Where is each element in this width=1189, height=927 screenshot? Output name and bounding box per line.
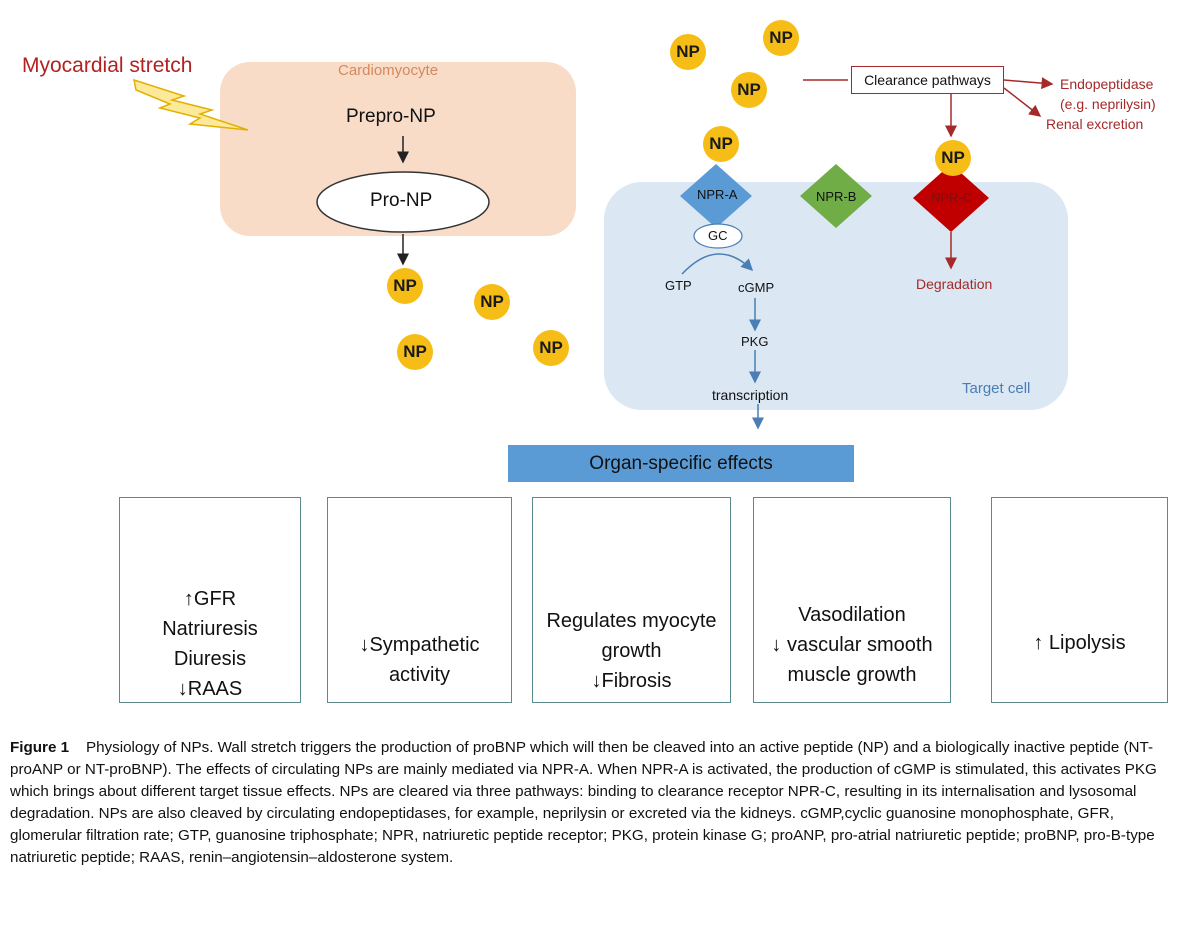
effect-line: activity [388,664,451,686]
effect-text: ↓Sympathetic activity [328,630,511,690]
arrow-gtp-to-cgmp [681,253,754,275]
gtp-label: GTP [665,278,692,293]
effect-text: Regulates myocyte growth ↓Fibrosis [533,606,730,696]
lightning-bolt-icon [133,78,249,131]
effect-panel-adipose: ↑ Lipolysis [991,497,1168,703]
np-badge: NP [533,330,569,366]
effect-line: muscle growth [787,664,917,686]
npr-a-label: NPR-A [697,187,738,202]
arrow-to-renal [1003,87,1042,117]
npr-b-receptor-icon [800,164,872,228]
np-badge: NP [397,334,433,370]
effect-line: Natriuresis [162,618,258,640]
degradation-label: Degradation [916,276,993,292]
np-badge: NP [670,34,706,70]
myocardial-stretch-label: Myocardial stretch [22,54,193,77]
effect-panel-brain: ↓Sympathetic activity [327,497,512,703]
npr-c-label: NPR-C [931,190,973,205]
effect-line: ↑ Lipolysis [1033,632,1126,654]
effect-line: ↑GFR [183,588,237,610]
gc-label: GC [708,228,728,243]
effect-panel-kidney: ↑GFR Natriuresis Diuresis ↓RAAS [119,497,301,703]
gc-ellipse [693,223,743,249]
npr-a-receptor-icon [680,164,752,228]
organ-specific-effects-bar: Organ-specific effects [508,445,854,482]
cardiomyocyte-label: Cardiomyocyte [338,62,439,79]
organ-specific-effects-title: Organ-specific effects [589,452,773,474]
renal-excretion-label: Renal excretion [1046,116,1144,132]
np-badge: NP [731,72,767,108]
clearance-pathways-label: Clearance pathways [864,72,991,88]
np-badge: NP [703,126,739,162]
effect-panel-heart: Regulates myocyte growth ↓Fibrosis [532,497,731,703]
figure-label: Figure 1 [10,739,70,756]
clearance-pathways-box: Clearance pathways [851,66,1004,94]
neprilysin-label: (e.g. neprilysin) [1060,96,1156,112]
effect-text: ↑ Lipolysis [992,628,1167,658]
transcription-label: transcription [712,387,789,403]
effect-text: ↑GFR Natriuresis Diuresis ↓RAAS [120,584,300,704]
figure-caption-text: Physiology of NPs. Wall stretch triggers… [10,739,1157,866]
prepro-np-label: Prepro-NP [346,106,436,127]
npr-b-label: NPR-B [816,189,857,204]
effect-line: Vasodilation [798,604,906,626]
pro-np-ellipse [316,171,490,233]
effect-line: Diuresis [173,648,247,670]
np-badge: NP [935,140,971,176]
np-badge: NP [387,268,423,304]
target-cell-label: Target cell [962,380,1031,397]
effect-text: Vasodilation ↓ vascular smooth muscle gr… [754,600,950,690]
effect-line: ↓ vascular smooth [771,634,933,656]
pro-np-label: Pro-NP [370,190,433,211]
effect-line: ↓Fibrosis [591,670,672,692]
effect-line: ↓Sympathetic [359,634,480,656]
effect-line: ↓RAAS [177,678,243,700]
endopeptidase-label: Endopeptidase [1060,76,1154,92]
np-badge: NP [763,20,799,56]
npr-c-receptor-icon [913,164,989,232]
effect-line: Regulates myocyte [546,610,717,632]
arrow-to-endopeptidase [1003,77,1054,90]
effect-line: growth [601,640,662,662]
figure-caption: Figure 1 Physiology of NPs. Wall stretch… [10,737,1180,869]
cgmp-label: cGMP [738,280,775,295]
np-badge: NP [474,284,510,320]
pkg-label: PKG [741,334,769,349]
effect-panel-vessel: Vasodilation ↓ vascular smooth muscle gr… [753,497,951,703]
